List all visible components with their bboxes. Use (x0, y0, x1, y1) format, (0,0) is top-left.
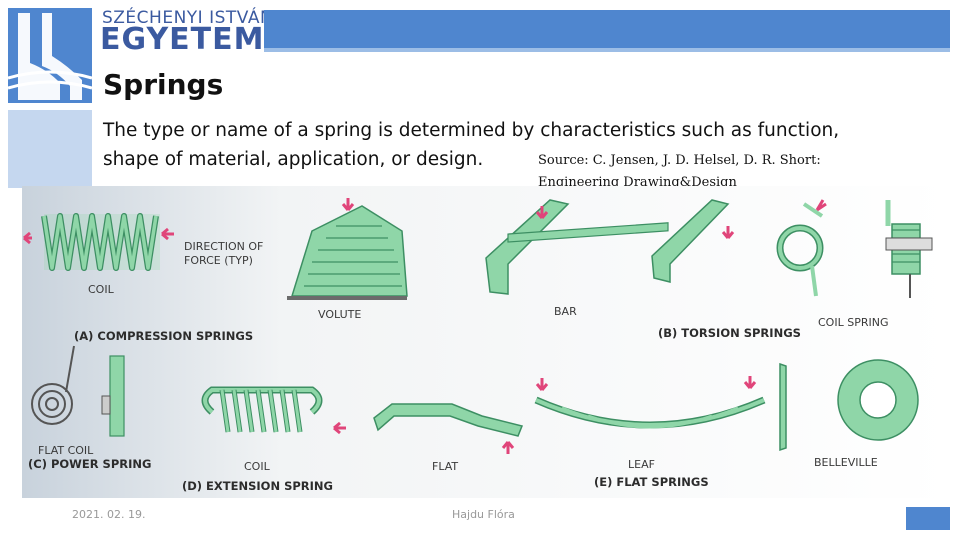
label-ext-coil: COIL (244, 460, 271, 473)
university-logo-icon (8, 8, 92, 103)
label-extension-spring: (D) EXTENSION SPRING (182, 479, 333, 493)
university-name-line1: SZÉCHENYI ISTVÁN (102, 8, 274, 28)
label-leaf: LEAF (628, 458, 655, 471)
belleville-spring-icon (779, 359, 919, 452)
label-torsion-springs: (B) TORSION SPRINGS (658, 326, 801, 340)
source-line1: Source: C. Jensen, J. D. Helsel, D. R. S… (538, 153, 821, 168)
label-flat-coil: FLAT COIL (38, 444, 94, 457)
flat-spring-icon (373, 403, 524, 454)
footer-date: 2021. 02. 19. (72, 508, 146, 521)
label-compression-springs: (A) COMPRESSION SPRINGS (74, 329, 253, 343)
torsion-coil-spring-icon (776, 199, 827, 297)
label-coil-spring: COIL SPRING (818, 316, 888, 329)
slide-title: Springs (103, 68, 224, 101)
label-belleville: BELLEVILLE (814, 456, 878, 469)
torsion-bar-spring-icon (485, 199, 735, 295)
coil-spring-side-icon (885, 200, 933, 298)
label-bar: BAR (554, 305, 577, 318)
university-name-line2: EGYETEM (100, 22, 265, 57)
leaf-spring-icon (534, 376, 766, 429)
compression-coil-spring-icon (41, 213, 160, 271)
slide-body-text: The type or name of a spring is determin… (103, 120, 840, 170)
header-bar (264, 10, 950, 50)
label-force: FORCE (TYP) (184, 254, 253, 267)
volute-spring-icon (287, 198, 408, 300)
label-power-spring: (C) POWER SPRING (28, 457, 151, 471)
force-arrow-icon (23, 227, 174, 245)
label-volute: VOLUTE (318, 308, 361, 321)
footer-accent-box (906, 507, 950, 530)
footer-author: Hajdu Flóra (452, 508, 515, 521)
label-direction: DIRECTION OF (184, 240, 263, 253)
label-flat: FLAT (432, 460, 458, 473)
side-accent-bar (8, 110, 92, 188)
figure-background (22, 186, 950, 498)
label-coil: COIL (88, 283, 115, 296)
flat-coil-power-spring-icon (31, 345, 125, 437)
extension-spring-icon (201, 386, 346, 435)
label-flat-springs: (E) FLAT SPRINGS (594, 475, 709, 489)
header-bar-stripe (264, 48, 950, 52)
springs-illustration: DIRECTION OF FORCE (TYP) COIL (A) COMPRE… (22, 186, 950, 498)
